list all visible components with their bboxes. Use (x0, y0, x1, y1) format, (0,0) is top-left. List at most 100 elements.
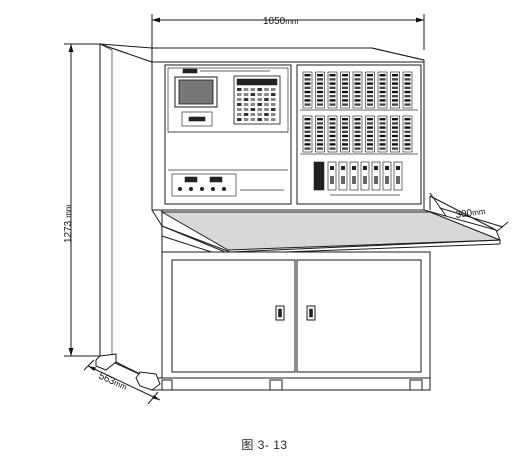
indicator-column (315, 115, 325, 153)
indicator-led (392, 130, 398, 133)
display-screen (174, 76, 218, 108)
indicator-led (329, 139, 336, 142)
indicator-led (354, 134, 361, 138)
control-button-led (374, 166, 378, 170)
keypad-key[interactable] (271, 98, 276, 101)
indicator-led (392, 118, 398, 121)
keypad-key[interactable] (243, 103, 249, 106)
indicator-column (377, 115, 388, 153)
keypad-key[interactable] (264, 98, 269, 101)
control-button-key (352, 176, 356, 184)
keypad-key[interactable] (237, 118, 242, 121)
keypad-key[interactable] (237, 108, 242, 111)
indicator-led (342, 86, 348, 89)
indicator-column (302, 115, 313, 153)
indicator-led (379, 122, 386, 125)
indicator-led (367, 78, 373, 81)
keypad-key[interactable] (237, 113, 242, 116)
keypad-key[interactable] (271, 103, 276, 106)
keypad-key[interactable] (271, 88, 276, 91)
keypad-key[interactable] (257, 93, 262, 96)
keypad-key[interactable] (250, 103, 256, 106)
right-door[interactable] (296, 259, 422, 373)
indicator-column (327, 115, 338, 153)
keypad-key[interactable] (250, 108, 256, 111)
indicator-led (367, 122, 373, 125)
indicator-led (367, 118, 373, 121)
keypad-key[interactable] (250, 113, 256, 116)
keypad-key[interactable] (243, 113, 249, 116)
indicator-led (367, 147, 373, 150)
keypad-key[interactable] (257, 118, 262, 121)
power-knob[interactable] (211, 187, 215, 191)
indicator-led (354, 147, 361, 150)
keypad-key[interactable] (250, 93, 256, 96)
power-knob[interactable] (222, 187, 226, 191)
control-switch[interactable] (313, 161, 325, 191)
keypad-key[interactable] (243, 98, 249, 101)
keypad-key[interactable] (243, 108, 249, 111)
indicator-led (392, 95, 398, 98)
keypad-key[interactable] (243, 88, 249, 91)
keypad-key[interactable] (250, 118, 256, 121)
keypad-key[interactable] (271, 113, 276, 116)
indicator-led (304, 103, 311, 106)
keypad-key[interactable] (250, 88, 256, 91)
indicator-led (379, 147, 386, 150)
indicator-column (327, 71, 338, 109)
keypad-key[interactable] (237, 93, 242, 96)
indicator-led (354, 139, 361, 142)
indicator-led (392, 143, 398, 146)
keypad-key[interactable] (237, 88, 242, 91)
keypad-key[interactable] (257, 113, 262, 116)
keypad-key[interactable] (264, 118, 269, 121)
keypad-key[interactable] (271, 118, 276, 121)
indicator-led (304, 99, 311, 102)
keypad-key[interactable] (243, 93, 249, 96)
keypad-key[interactable] (257, 103, 262, 106)
indicator-led (304, 143, 311, 146)
indicator-led (404, 139, 411, 142)
indicator-led (329, 74, 336, 77)
power-knob[interactable] (189, 187, 193, 191)
indicator-led (329, 95, 336, 98)
indicator-led (404, 99, 411, 102)
keypad-key[interactable] (264, 103, 269, 106)
keypad-key[interactable] (237, 103, 242, 106)
indicator-led (342, 139, 348, 142)
indicator-column (365, 115, 375, 153)
indicator-led (354, 86, 361, 89)
indicator-led (379, 118, 386, 121)
keypad-key[interactable] (237, 98, 242, 101)
keypad-key[interactable] (257, 108, 262, 111)
power-knob[interactable] (200, 187, 204, 191)
indicator-led (392, 86, 398, 89)
indicator-led (329, 78, 336, 81)
indicator-led (392, 134, 398, 138)
indicator-led (317, 118, 323, 121)
indicator-led (404, 134, 411, 138)
keypad-key[interactable] (243, 118, 249, 121)
keypad-key[interactable] (271, 108, 276, 111)
keypad-key[interactable] (264, 88, 269, 91)
keypad-key[interactable] (257, 88, 262, 91)
indicator-led (342, 126, 348, 129)
power-knob[interactable] (178, 187, 182, 191)
indicator-led (342, 147, 348, 150)
indicator-led (392, 126, 398, 129)
keypad-key[interactable] (264, 108, 269, 111)
keypad-key[interactable] (271, 93, 276, 96)
indicator-led (329, 122, 336, 125)
indicator-led (317, 90, 323, 94)
indicator-led (404, 130, 411, 133)
indicator-led (379, 103, 386, 106)
left-door[interactable] (171, 259, 296, 373)
indicator-led (379, 86, 386, 89)
keypad-key[interactable] (264, 113, 269, 116)
indicator-led (342, 99, 348, 102)
indicator-module-upper (302, 71, 413, 109)
keypad-key[interactable] (264, 93, 269, 96)
keypad-key[interactable] (250, 98, 256, 101)
indicator-led (317, 82, 323, 85)
keypad-key[interactable] (257, 98, 262, 101)
